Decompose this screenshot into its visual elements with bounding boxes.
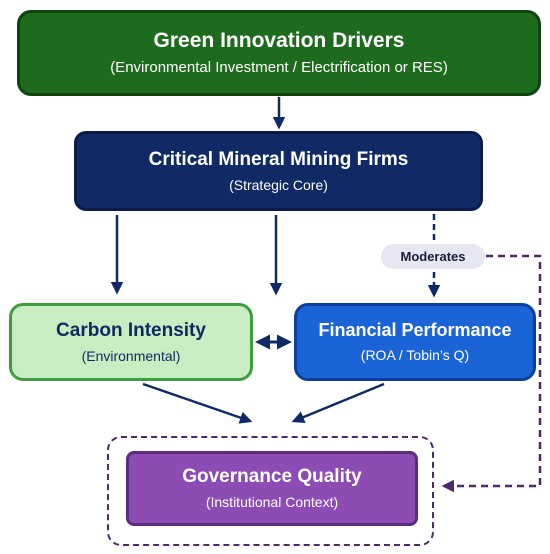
governance-subtitle: (Institutional Context) — [205, 494, 339, 511]
mining-title: Critical Mineral Mining Firms — [148, 148, 409, 170]
critical-mineral-mining-firms-box: Critical Mineral Mining Firms (Strategic… — [74, 131, 483, 211]
financial-title: Financial Performance — [318, 320, 512, 341]
financial-performance-box: Financial Performance (ROA / Tobin’s Q) — [294, 303, 536, 381]
drivers-title: Green Innovation Drivers — [153, 28, 405, 52]
arrow-moderates-to-governance-dashed — [441, 254, 542, 493]
mining-subtitle: (Strategic Core) — [229, 176, 328, 193]
drivers-subtitle: (Environmental Investment / Electrificat… — [110, 59, 448, 77]
carbon-subtitle: (Environmental) — [81, 347, 181, 364]
green-innovation-drivers-box: Green Innovation Drivers (Environmental … — [17, 10, 541, 96]
carbon-intensity-box: Carbon Intensity (Environmental) — [9, 303, 253, 381]
governance-title: Governance Quality — [182, 466, 362, 488]
financial-subtitle: (ROA / Tobin’s Q) — [360, 346, 470, 363]
carbon-title: Carbon Intensity — [56, 319, 206, 341]
moderates-label: Moderates — [381, 244, 485, 269]
arrow-carbon-to-governance — [142, 382, 253, 424]
governance-dashed-frame — [107, 436, 434, 546]
governance-quality-box: Governance Quality (Institutional Contex… — [126, 451, 418, 526]
arrow-financial-to-governance — [291, 382, 385, 423]
